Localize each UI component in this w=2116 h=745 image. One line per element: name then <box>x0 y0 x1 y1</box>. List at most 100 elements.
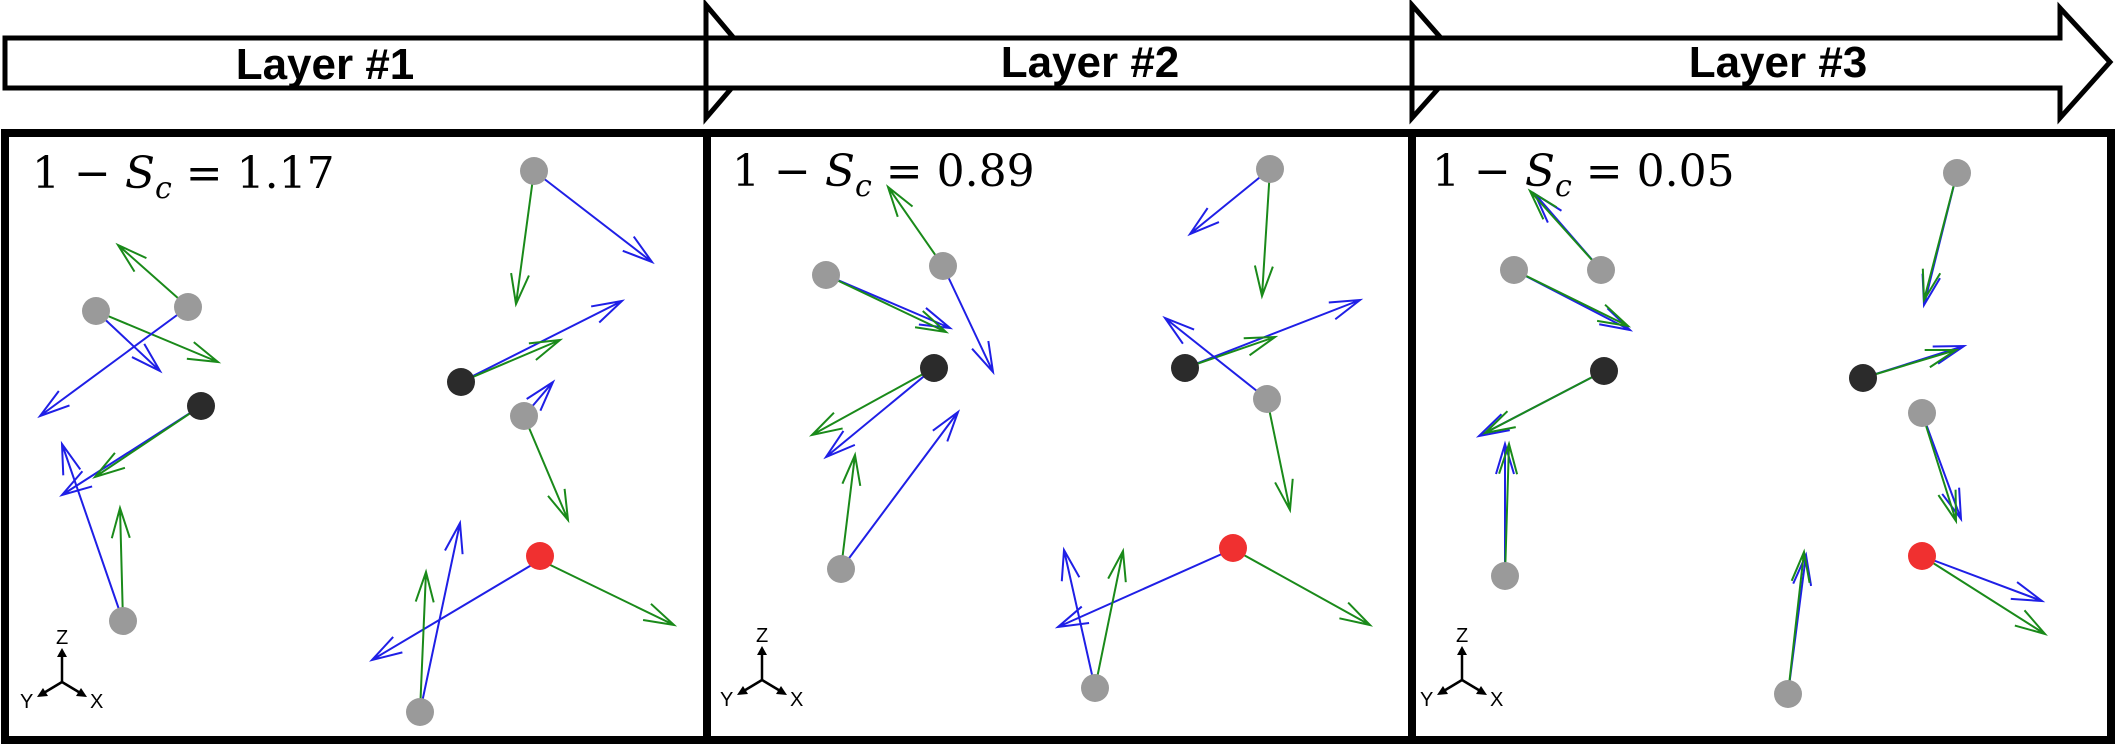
metric-subscript: c <box>155 171 172 206</box>
atom-gray <box>1500 256 1528 284</box>
vector-arrow <box>523 415 570 524</box>
atom-black <box>1590 357 1618 385</box>
vector-arrow <box>1862 348 1960 379</box>
metric-subscript: c <box>855 169 872 204</box>
vector-arrow <box>37 306 189 419</box>
axis-z-label: Z <box>56 627 68 649</box>
metric-label-1: 1 − Sc = 1.17 <box>32 148 335 206</box>
axis-z-label: Z <box>1456 625 1468 647</box>
atom-black <box>1849 364 1877 392</box>
axis-y-label: Y <box>20 691 33 713</box>
axis-x-label: X <box>1490 689 1503 711</box>
vector-arrow <box>1184 335 1279 369</box>
vector-arrow <box>1060 546 1096 689</box>
atom-gray <box>82 297 110 325</box>
metric-label-3: 1 − Sc = 0.05 <box>1432 146 1735 204</box>
panel-content <box>37 155 2048 726</box>
layer-title-1: Layer #1 <box>236 40 415 89</box>
vector-arrow <box>1094 547 1127 689</box>
atom-gray <box>109 607 137 635</box>
vector-arrow <box>1266 398 1294 514</box>
panel-frame-2 <box>703 129 1416 744</box>
vector-arrow <box>1921 555 2048 636</box>
vector-arrow <box>95 310 222 364</box>
vector-arrow <box>95 310 163 374</box>
axis-z-label: Z <box>756 625 768 647</box>
atom-gray <box>1253 385 1281 413</box>
atom-gray <box>929 252 957 280</box>
vector-arrow <box>942 265 995 376</box>
atom-black <box>187 392 215 420</box>
vector-arrow <box>1921 172 1958 304</box>
atom-gray <box>1908 399 1936 427</box>
vector-arrow <box>1787 548 1811 695</box>
layer-title-2: Layer #2 <box>1001 38 1180 87</box>
vector-arrow <box>110 504 131 622</box>
layer-title-3: Layer #3 <box>1689 38 1868 87</box>
atom-black <box>1171 354 1199 382</box>
atom-gray <box>1943 159 1971 187</box>
atom-red <box>526 542 554 570</box>
axis-triad-2: Z Y X <box>720 625 803 711</box>
vector-arrow <box>825 274 950 334</box>
axis-triad-1: Z Y X <box>20 627 103 713</box>
vector-arrow <box>1498 440 1519 577</box>
vector-arrow <box>92 405 202 479</box>
vector-arrow <box>1162 315 1268 400</box>
atom-gray <box>510 402 538 430</box>
vector-arrow <box>510 170 535 308</box>
axis-x-label: X <box>90 691 103 713</box>
vector-arrow <box>840 451 862 570</box>
metric-value: = 0.05 <box>1572 146 1735 197</box>
atom-gray <box>1256 155 1284 183</box>
metric-label-2: 1 − Sc = 0.89 <box>732 146 1035 204</box>
atom-red <box>1908 542 1936 570</box>
vector-arrow <box>886 184 944 267</box>
metric-subscript: c <box>1555 169 1572 204</box>
metric-prefix: 1 − <box>32 148 125 199</box>
panel-frame-1 <box>1 129 711 744</box>
vector-arrow <box>1921 555 2046 603</box>
atom-gray <box>174 293 202 321</box>
vector-arrow <box>840 409 961 570</box>
vector-arrow <box>1921 412 1958 525</box>
atom-gray <box>812 261 840 289</box>
metric-symbol: S <box>125 148 155 199</box>
layer-arrows: Layer #1 Layer #2 Layer #3 <box>2 0 2114 125</box>
vector-arrow <box>1513 269 1632 328</box>
vector-arrow <box>1253 168 1274 300</box>
metric-prefix: 1 − <box>1432 146 1525 197</box>
metric-value: = 1.17 <box>172 148 335 199</box>
atom-black <box>920 354 948 382</box>
metric-symbol: S <box>1525 146 1555 197</box>
atom-gray <box>520 157 548 185</box>
vector-arrow <box>419 519 464 713</box>
vector-arrow <box>1232 548 1374 627</box>
vector-arrow <box>1527 188 1602 271</box>
axis-y-label: Y <box>1420 689 1433 711</box>
vector-arrow <box>1054 548 1234 629</box>
atom-gray <box>1774 680 1802 708</box>
axis-x-label: X <box>790 689 803 711</box>
axis-y-label: Y <box>720 689 733 711</box>
atom-gray <box>1081 674 1109 702</box>
vector-arrow <box>115 242 189 308</box>
metric-value: = 0.89 <box>872 146 1035 197</box>
atom-red <box>1219 534 1247 562</box>
vector-arrow <box>369 559 541 662</box>
vector-arrow <box>460 338 564 383</box>
axis-triad-3: Z Y X <box>1420 625 1503 711</box>
vector-arrow <box>1481 370 1605 435</box>
atom-gray <box>827 555 855 583</box>
metric-prefix: 1 − <box>732 146 825 197</box>
atom-gray <box>1491 562 1519 590</box>
vector-arrow <box>539 559 678 627</box>
atom-black <box>447 368 475 396</box>
vector-arrow <box>1187 168 1271 237</box>
layer-arrow-3 <box>1409 1 2114 125</box>
vector-arrow <box>533 170 655 265</box>
metric-symbol: S <box>825 146 855 197</box>
panel-frame-3 <box>1408 129 2115 744</box>
vector-arrow <box>808 367 935 437</box>
